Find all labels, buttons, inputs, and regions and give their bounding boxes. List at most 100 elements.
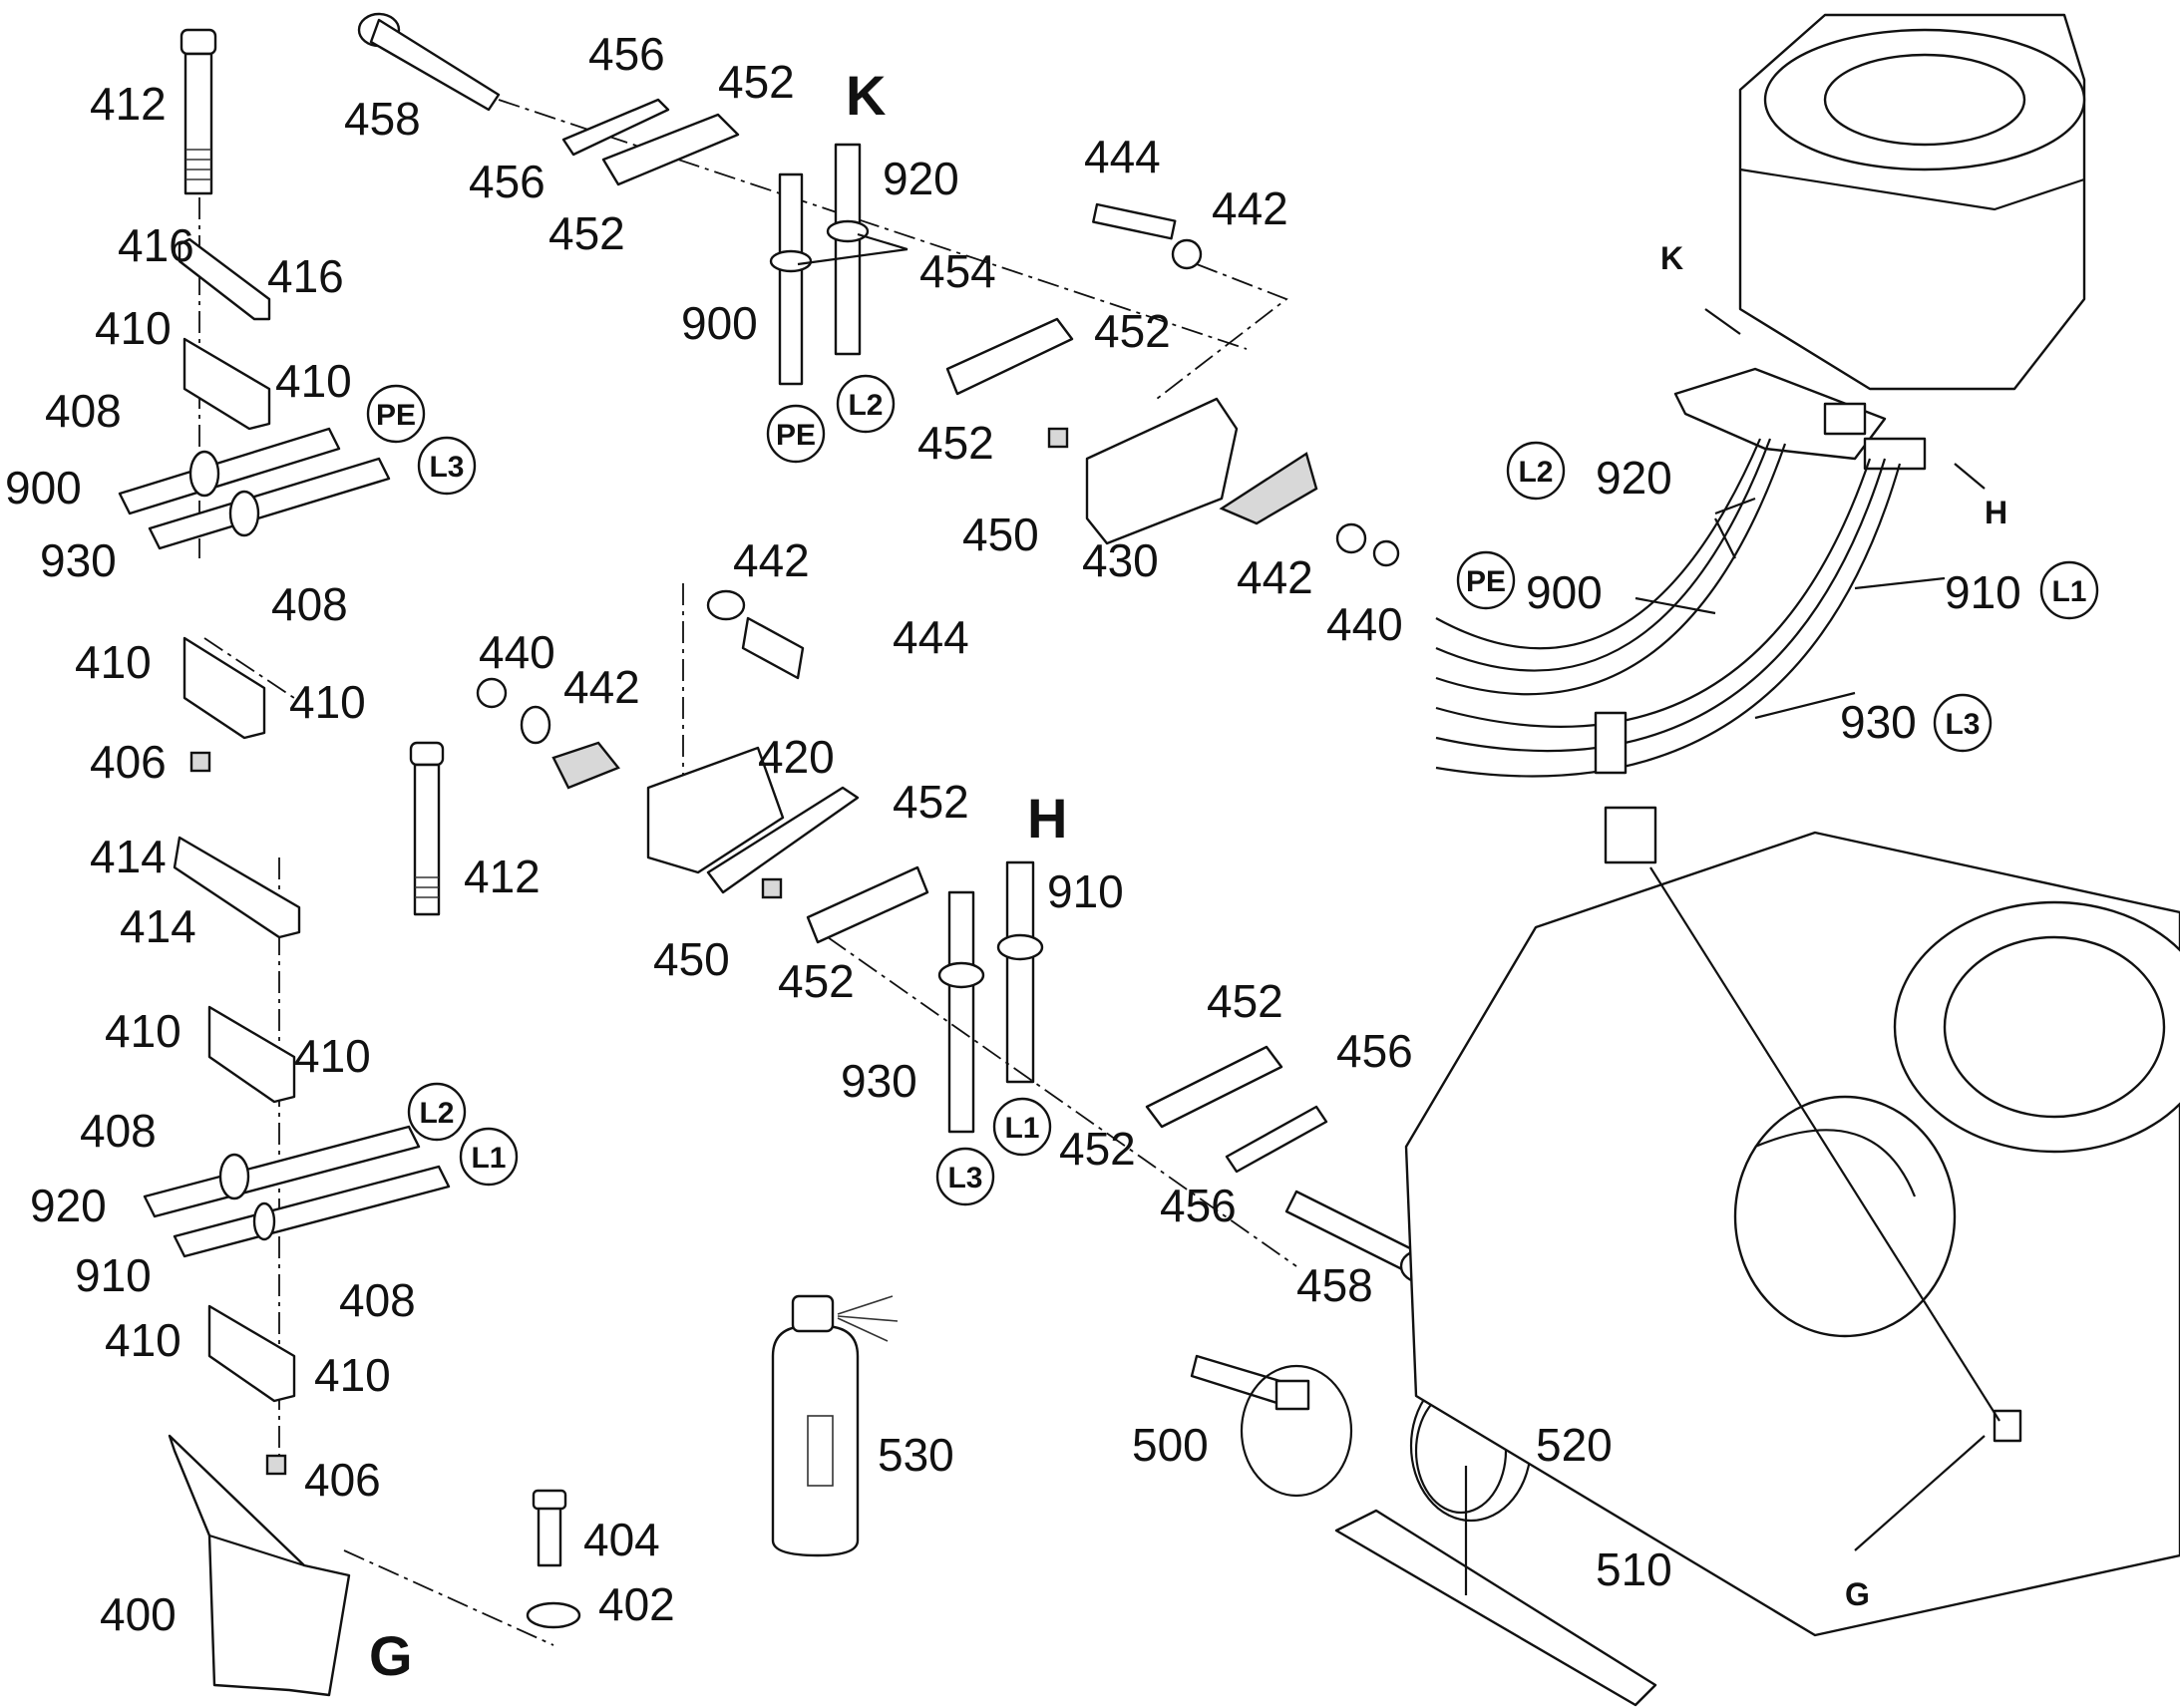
ref-k: K — [1660, 240, 1683, 276]
label-410: 410 — [105, 1005, 182, 1057]
nut-450-k — [1047, 427, 1069, 449]
label-440: 440 — [479, 626, 555, 678]
section-g: G — [369, 1624, 413, 1687]
clamp-410-upper — [182, 337, 271, 431]
phase-tags: PE L3 PE L2 L2 L1 L1 L3 L2 PE L1 L3 — [366, 374, 2099, 1206]
nut-406-upper — [189, 751, 211, 773]
label-414: 414 — [90, 831, 167, 882]
h-assembly — [476, 583, 1443, 1284]
cable-920 — [143, 1125, 421, 1218]
clamp-410-lower — [182, 636, 266, 740]
label-404: 404 — [583, 1514, 660, 1565]
tag-l1: L1 — [2051, 575, 2086, 608]
clamp-452-k-lower — [945, 317, 1074, 396]
plate-416 — [178, 237, 271, 321]
label-408: 408 — [80, 1105, 157, 1157]
clamp-block-h — [1863, 437, 1927, 471]
plate-456-h — [1225, 1105, 1328, 1174]
rail-420 — [706, 786, 860, 894]
label-910: 910 — [1945, 566, 2021, 618]
label-500: 500 — [1132, 1419, 1209, 1471]
plate-456-k — [561, 98, 670, 157]
consumables — [771, 1294, 1657, 1707]
label-910: 910 — [75, 1249, 152, 1301]
tag-l2: L2 — [419, 1097, 454, 1130]
label-900: 900 — [1526, 566, 1603, 618]
label-444: 444 — [893, 611, 969, 663]
nut-440-h — [476, 677, 508, 709]
label-930: 930 — [1840, 696, 1917, 748]
tag-l2: L2 — [1518, 456, 1553, 489]
label-408: 408 — [45, 385, 122, 437]
label-930: 930 — [40, 534, 117, 586]
label-410: 410 — [275, 355, 352, 407]
section-k: K — [846, 64, 886, 127]
bolt-412-mid — [409, 741, 445, 916]
platform — [1673, 367, 1887, 461]
label-456: 456 — [1160, 1180, 1237, 1231]
label-456: 456 — [469, 156, 545, 207]
tag-l3: L3 — [947, 1162, 982, 1195]
label-450: 450 — [962, 509, 1039, 560]
label-920: 920 — [883, 153, 959, 204]
label-520: 520 — [1536, 1419, 1613, 1471]
k-assembly — [357, 12, 1400, 567]
label-406: 406 — [90, 736, 167, 788]
washer-442-left — [520, 705, 551, 745]
label-900: 900 — [681, 297, 758, 349]
label-456: 456 — [588, 28, 665, 80]
clamp-410-third — [207, 1005, 296, 1104]
label-412: 412 — [464, 851, 541, 902]
label-452: 452 — [718, 56, 795, 108]
label-410: 410 — [105, 1314, 182, 1366]
label-458: 458 — [1296, 1259, 1373, 1311]
label-440: 440 — [1326, 598, 1403, 650]
label-930: 930 — [841, 1055, 917, 1107]
clamp-block-k — [1823, 402, 1867, 436]
label-454: 454 — [919, 245, 996, 297]
label-458: 458 — [344, 93, 421, 145]
label-442: 442 — [1212, 182, 1288, 234]
washer-402 — [526, 1601, 581, 1629]
bolt-412-top — [180, 28, 217, 195]
rail-414 — [173, 836, 301, 939]
nut-406-lower — [265, 1454, 287, 1476]
cable-920-k — [834, 143, 862, 356]
label-510: 510 — [1596, 1543, 1672, 1595]
cable-900-k — [778, 172, 804, 386]
label-402: 402 — [598, 1578, 675, 1630]
clamp-452-h-upper — [806, 865, 929, 944]
left-column-assembly — [118, 28, 581, 1697]
nut-450-h — [761, 877, 783, 899]
label-452: 452 — [1059, 1123, 1136, 1175]
bracket-ref-block — [1604, 806, 1657, 864]
bolt-444-h — [741, 616, 805, 680]
label-442: 442 — [563, 661, 640, 713]
tag-l3: L3 — [429, 451, 464, 484]
label-410: 410 — [314, 1349, 391, 1401]
label-452: 452 — [917, 417, 994, 469]
label-408: 408 — [271, 578, 348, 630]
tag-l3: L3 — [1945, 708, 1980, 741]
tag-pe: PE — [776, 419, 816, 452]
label-416: 416 — [267, 250, 344, 302]
cable-900 — [118, 427, 341, 515]
tag-pe: PE — [1466, 565, 1506, 598]
label-920: 920 — [1596, 452, 1672, 504]
bracket-400 — [168, 1434, 351, 1697]
label-442: 442 — [1237, 551, 1313, 603]
label-420: 420 — [758, 731, 835, 783]
cable-930 — [148, 457, 391, 550]
section-letters: K H G K H G — [369, 64, 2007, 1687]
label-408: 408 — [339, 1274, 416, 1326]
label-430: 430 — [1082, 534, 1159, 586]
channel-510 — [1334, 1509, 1657, 1707]
label-452: 452 — [1207, 975, 1283, 1027]
label-406: 406 — [304, 1454, 381, 1506]
bottle-530 — [771, 1324, 860, 1557]
nut-440-k — [1372, 539, 1400, 567]
label-410: 410 — [95, 302, 172, 354]
label-400: 400 — [100, 1588, 177, 1640]
tag-l1: L1 — [471, 1142, 506, 1175]
rubber-442-k — [1219, 452, 1318, 525]
